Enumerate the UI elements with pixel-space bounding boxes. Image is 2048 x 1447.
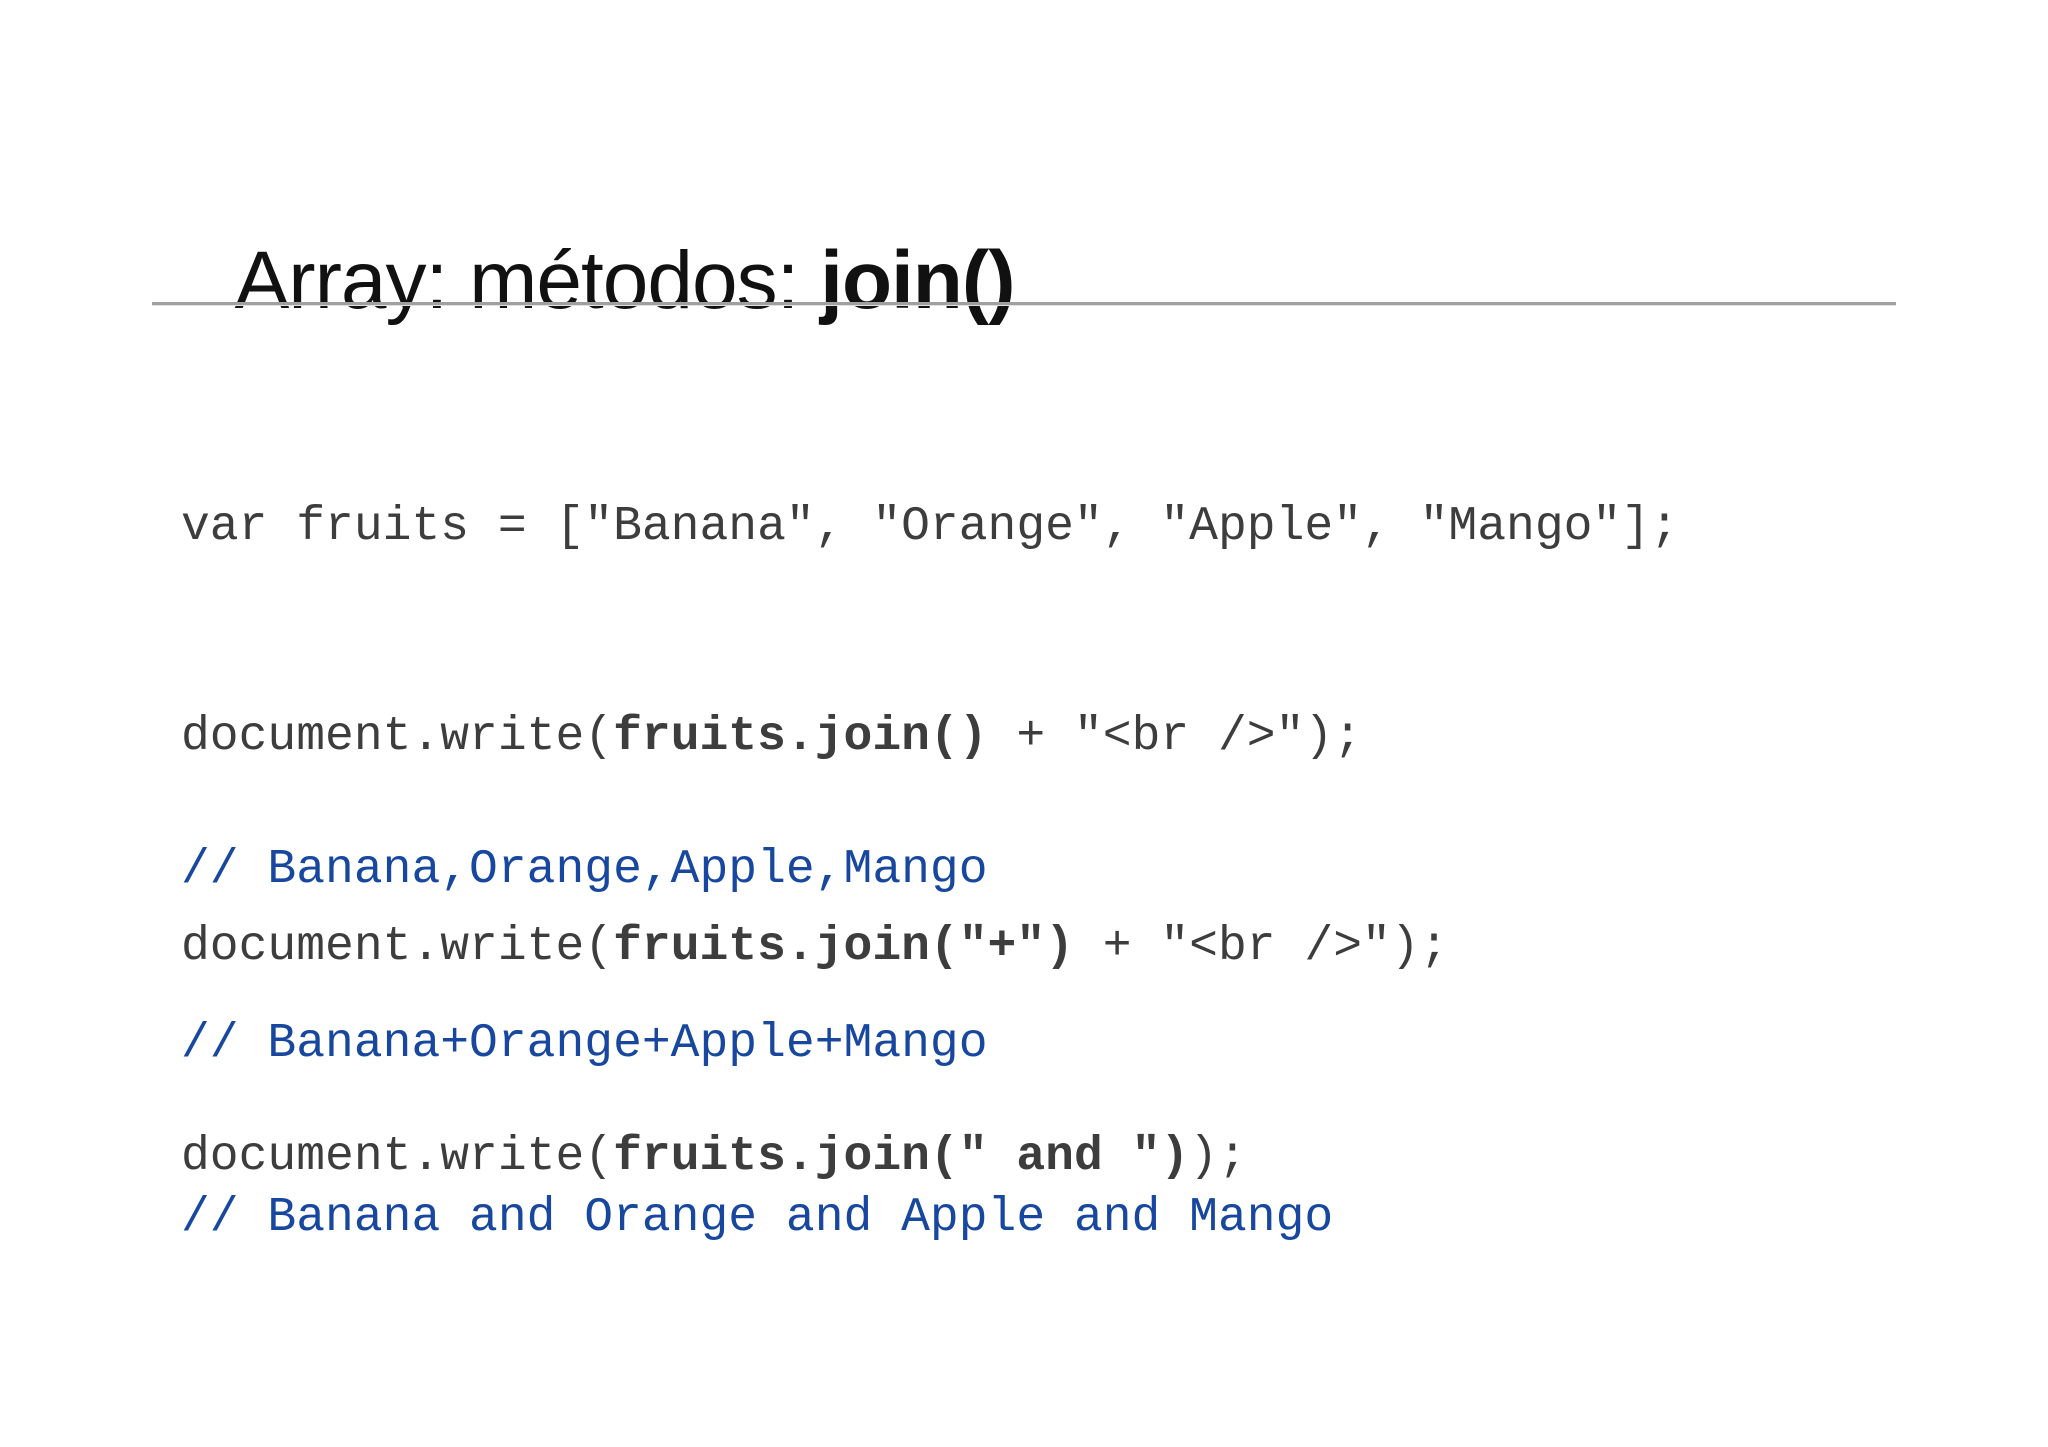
code-line-4-bold: fruits.join(" and "): [613, 1130, 1190, 1184]
output-comment-3: // Banana and Orange and Apple and Mango: [181, 1191, 1334, 1245]
code-line-4-post: );: [1189, 1130, 1247, 1184]
page-title-regular-text: Array: métodos:: [234, 235, 821, 326]
code-line-1: var fruits = ["Banana", "Orange", "Apple…: [181, 492, 1679, 562]
output-comment-1: // Banana,Orange,Apple,Mango: [181, 843, 988, 897]
code-line-4: document.write(fruits.join(" and "));: [181, 1122, 1679, 1192]
code-line-1-pre: var fruits = ["Banana", "Orange", "Apple…: [181, 500, 1679, 554]
code-line-3-post: + "<br />");: [1073, 920, 1449, 974]
code-line-4-pre: document.write(: [181, 1130, 614, 1184]
output-comment-2: // Banana+Orange+Apple+Mango: [181, 1017, 988, 1071]
code-line-2-bold: fruits.join(): [613, 710, 988, 764]
code-line-2-pre: document.write(: [181, 710, 614, 764]
code-line-2-post: + "<br />");: [987, 710, 1363, 764]
code-block: var fruits = ["Banana", "Orange", "Apple…: [181, 352, 1679, 1332]
page-title: Array: métodos: join(): [152, 158, 1016, 404]
page-title-bold-text: join(): [820, 235, 1015, 326]
code-line-3: document.write(fruits.join("+") + "<br /…: [181, 912, 1679, 982]
output-comments-block: // Banana,Orange,Apple,Mango // Banana+O…: [181, 725, 1333, 1363]
title-divider: [152, 302, 1896, 306]
code-line-3-pre: document.write(: [181, 920, 614, 974]
code-line-3-bold: fruits.join("+"): [613, 920, 1074, 974]
code-line-2: document.write(fruits.join() + "<br />")…: [181, 702, 1679, 772]
